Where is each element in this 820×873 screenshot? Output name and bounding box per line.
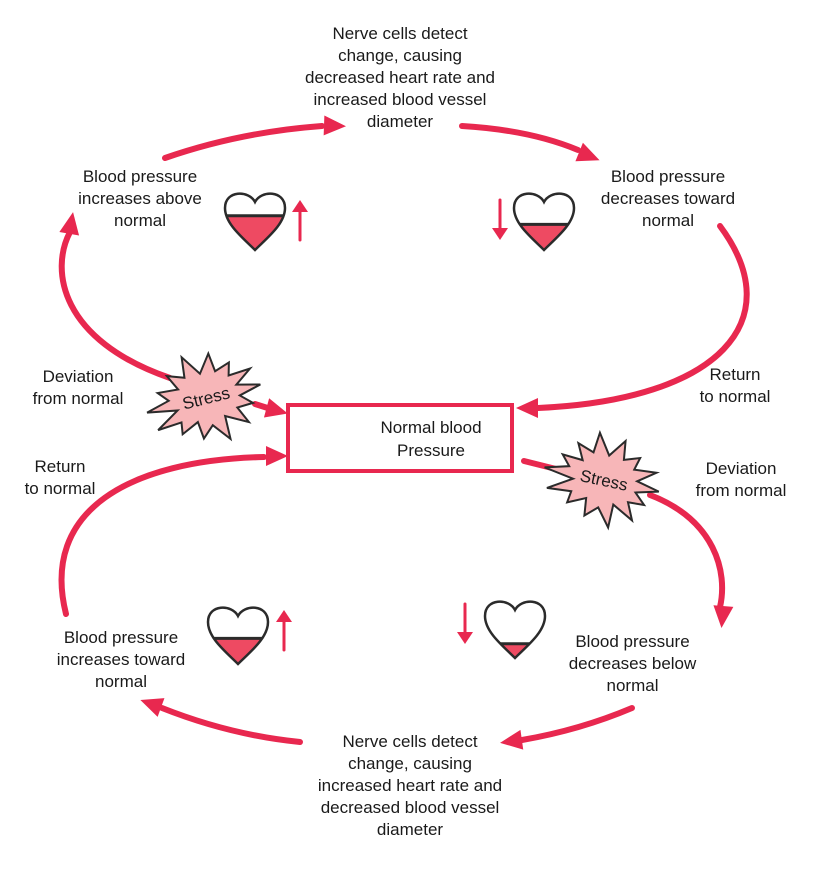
arrowhead-1	[323, 115, 346, 136]
increases-above-normal-label: Blood pressure increases above normal	[78, 167, 202, 230]
decreases-below-normal-label: Blood pressure decreases below normal	[568, 632, 697, 695]
arrow-nerve-to-bottom-left	[159, 705, 303, 745]
up-arrow-icon-top-left	[292, 200, 308, 242]
heart-icon-top-right	[512, 192, 576, 252]
arrowhead-3	[516, 398, 538, 418]
arrowhead-4	[59, 212, 80, 236]
down-arrow-icon-top-right	[492, 198, 508, 240]
top-deviation-label: Deviation from normal	[32, 367, 124, 408]
arrowhead-7	[500, 729, 524, 750]
arrow-bottom-right-to-nerve	[519, 705, 635, 743]
normal-pressure-line-2: Pressure	[396, 441, 466, 460]
bottom-return-label: Return to normal	[24, 457, 96, 498]
heart-icon-bottom-right	[483, 600, 547, 660]
arrow-deviation-bottom-right-down	[647, 492, 726, 610]
top-nerve-label: Nerve cells detect change, causing decre…	[305, 24, 495, 131]
arrow-top-right-to-center	[535, 223, 750, 411]
arrow-nerve-to-top-right	[459, 123, 581, 153]
arrow-top-left-to-nerve	[162, 123, 325, 161]
normal-pressure-box	[286, 403, 514, 473]
top-return-label: Return to normal	[699, 365, 771, 406]
bottom-nerve-label: Nerve cells detect change, causing incre…	[317, 732, 503, 839]
increases-toward-normal-label: Blood pressure increases toward normal	[56, 628, 186, 691]
normal-pressure-label: Normal blood Pressure	[356, 416, 506, 462]
decreases-toward-normal-label: Blood pressure decreases toward normal	[600, 167, 736, 230]
stress-burst-bottom: Stress	[544, 429, 661, 531]
arrowhead-6	[713, 605, 734, 628]
down-arrow-icon-bottom-right	[457, 602, 473, 644]
stress-burst-top: Stress	[146, 350, 261, 442]
heart-icon-top-left	[223, 192, 287, 252]
arrow-deviation-top-left-up	[58, 229, 173, 381]
arrowhead-5	[263, 398, 288, 418]
up-arrow-icon-bottom-left	[276, 610, 292, 652]
arrowhead-2	[575, 142, 600, 162]
bottom-deviation-label: Deviation from normal	[695, 459, 787, 500]
arrowhead-8	[140, 698, 165, 717]
normal-pressure-line-1: Normal blood	[380, 418, 482, 437]
heart-icon-bottom-left	[206, 606, 270, 666]
arrow-bottom-left-to-center	[58, 454, 267, 617]
arrowhead-9	[266, 446, 288, 466]
